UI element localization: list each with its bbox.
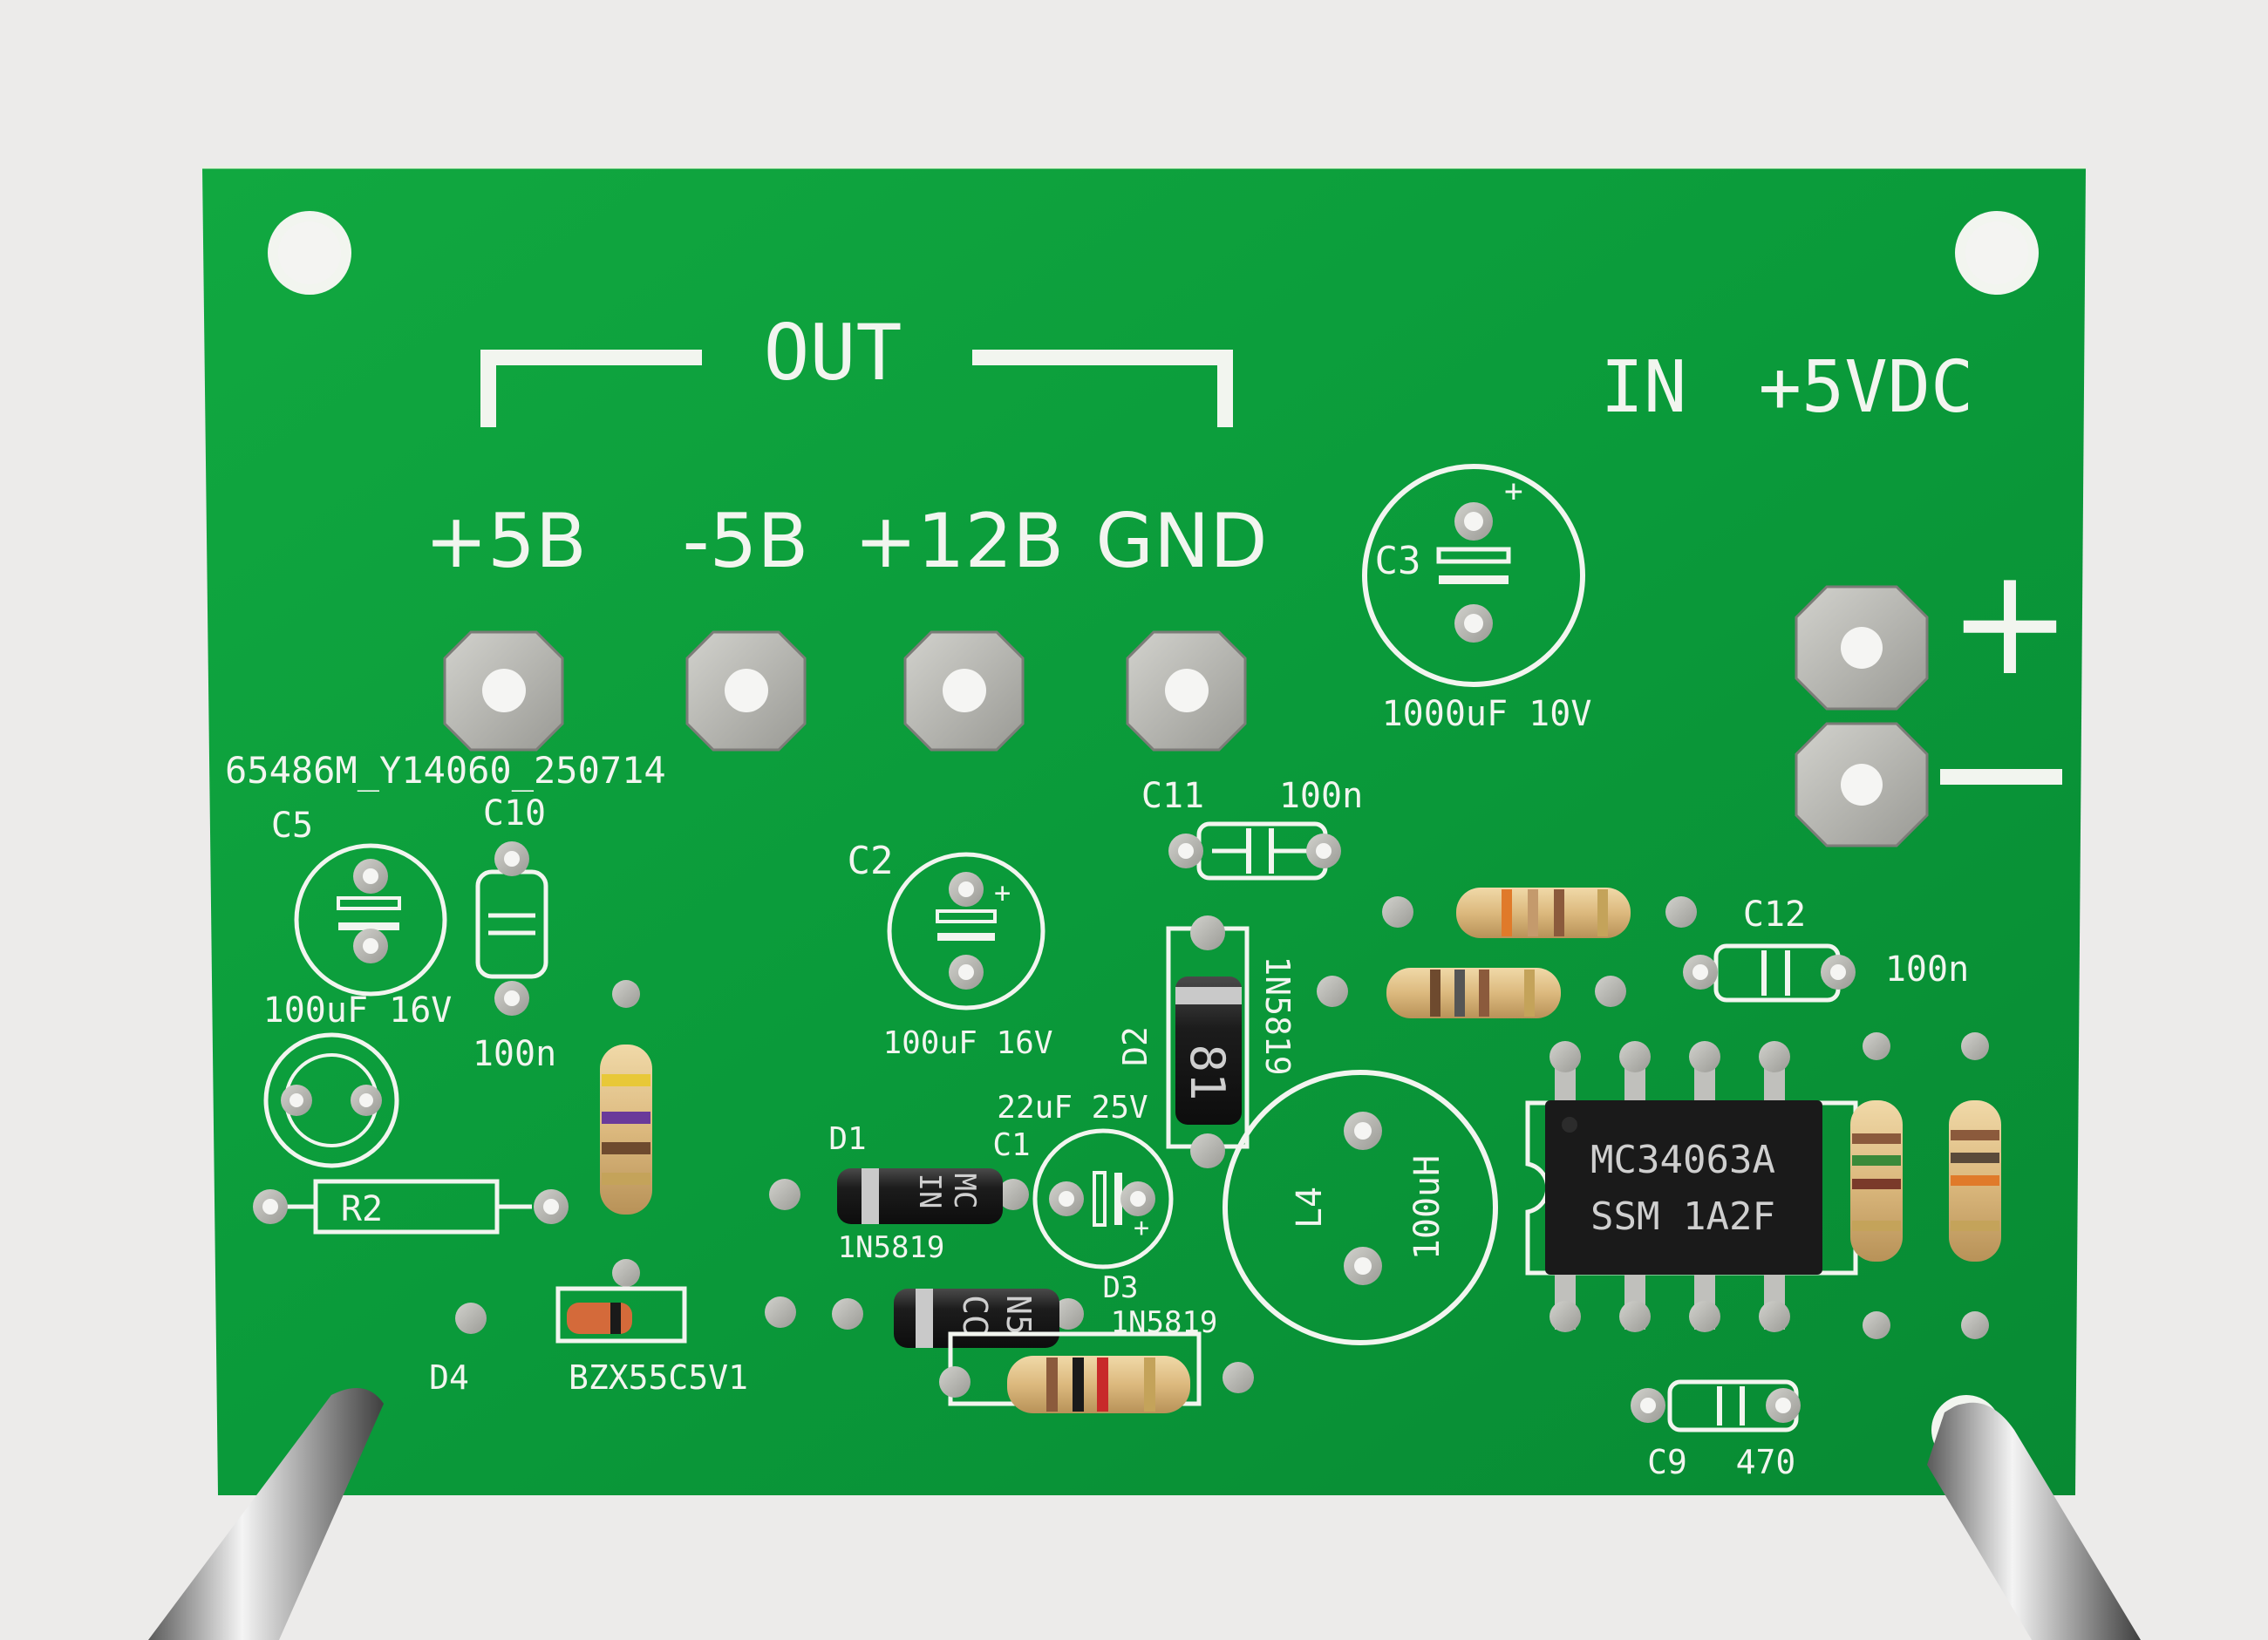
- c1-value: 22uF 25V: [997, 1090, 1148, 1126]
- resistor: [1382, 888, 1697, 938]
- c11-value: 100n: [1279, 776, 1363, 816]
- c10-ref: C10: [483, 793, 546, 834]
- svg-text:+: +: [1134, 1213, 1149, 1243]
- d1-part: 1N5819: [838, 1230, 945, 1265]
- c1-ref: C1: [992, 1127, 1030, 1163]
- c9-ref: C9: [1647, 1443, 1687, 1481]
- c12-value: 100n: [1885, 949, 1969, 990]
- d3-ref: D3: [1103, 1270, 1139, 1305]
- l4-value: 100uH: [1407, 1155, 1447, 1260]
- in-label: IN: [1601, 346, 1687, 429]
- d1-body-text: IN: [912, 1174, 947, 1209]
- c11-ref: C11: [1141, 776, 1204, 816]
- l4-ref: L4: [1290, 1187, 1330, 1228]
- c3-outline: [1362, 464, 1585, 687]
- resistor: [1317, 968, 1626, 1018]
- d3-body-text: N5: [999, 1295, 1038, 1335]
- resistor: [1949, 1032, 2001, 1339]
- d2-part: 1N5819: [1258, 956, 1297, 1075]
- c5-value: 100uF 16V: [263, 990, 453, 1031]
- c3-plus: +: [1504, 473, 1523, 509]
- c1-outline: [1032, 1128, 1174, 1269]
- d2-ref: D2: [1116, 1026, 1154, 1066]
- out-pad: [685, 630, 807, 752]
- out-pin-label: +12B: [855, 498, 1065, 585]
- c2-outline: [887, 852, 1045, 1011]
- out-pin-label: -5B: [683, 498, 809, 585]
- d2-body-text: 81: [1180, 1044, 1235, 1100]
- test-clip: [1927, 1402, 2141, 1640]
- ic-body: [1545, 1100, 1822, 1275]
- d1-ref: D1: [828, 1121, 866, 1157]
- in-minus-pad: [1795, 722, 1929, 847]
- c3-ref: C3: [1375, 539, 1421, 583]
- c5-ref: C5: [271, 806, 313, 846]
- in-plus-pad: [1795, 585, 1929, 711]
- board-id: 65486M_Y14060_250714: [225, 749, 666, 792]
- c3-value: 1000uF 10V: [1382, 694, 1592, 734]
- out-pin-label: GND: [1095, 498, 1267, 585]
- out-pad: [903, 630, 1025, 752]
- c2-value: 100uF 16V: [882, 1025, 1052, 1061]
- out-header: OUT: [764, 308, 902, 398]
- resistor: [600, 980, 652, 1290]
- svg-text:+: +: [994, 876, 1011, 909]
- resistor: [1850, 1032, 1903, 1339]
- in-minus-label: [1940, 769, 2062, 785]
- out-bracket: [480, 350, 1233, 427]
- out-pad: [1126, 630, 1247, 752]
- in-plus-label: +: [1948, 536, 2072, 709]
- d4-part: BZX55C5V1: [569, 1358, 748, 1397]
- r2-ref: R2: [341, 1189, 383, 1229]
- ic-marking: SSM 1A2F: [1590, 1194, 1775, 1239]
- d1-body-text: MC: [947, 1174, 982, 1209]
- d4-body: [567, 1303, 632, 1334]
- supply-label: +5VDC: [1759, 346, 1974, 429]
- ic-marking: MC34063A: [1590, 1138, 1775, 1182]
- out-pad: [443, 630, 564, 752]
- d4-ref: D4: [429, 1358, 469, 1397]
- out-pin-label: +5B: [425, 498, 587, 585]
- c12-ref: C12: [1743, 895, 1806, 935]
- l4-outline: [1223, 1070, 1498, 1345]
- d2-body: [1175, 977, 1242, 1125]
- d3-body-text: CC: [956, 1295, 994, 1335]
- c5-outline: [294, 843, 447, 997]
- c2-ref: C2: [848, 839, 894, 883]
- test-clip: [148, 1388, 384, 1640]
- resistor: [939, 1331, 1254, 1413]
- c10-value: 100n: [473, 1034, 556, 1074]
- c9-value: 470: [1736, 1443, 1796, 1481]
